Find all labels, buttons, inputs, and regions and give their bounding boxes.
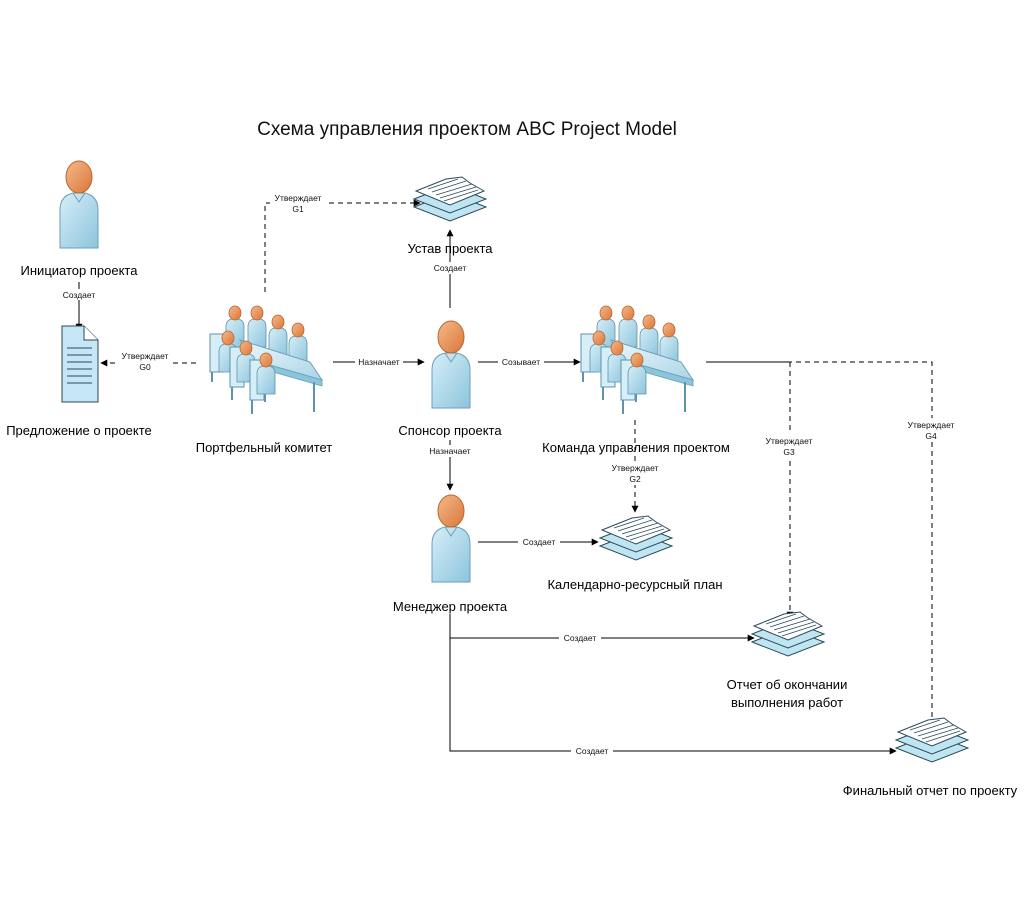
document-stack-icon <box>413 176 487 222</box>
person-icon <box>431 494 471 583</box>
edge-label-manager-creates-plan: Создает <box>523 537 556 547</box>
node-completion-report: Отчет об окончании выполнения работ <box>727 611 848 710</box>
meeting-icon <box>210 306 322 414</box>
edge-label-g3-line1: Утверждает <box>766 436 813 446</box>
node-label-completion-line2: выполнения работ <box>731 695 843 710</box>
edge-label-g2-line1: Утверждает <box>612 463 659 473</box>
edges: Создает Утверждает G0 Утверждает G1 Назн… <box>58 192 960 757</box>
edge-manager-completion <box>449 614 755 642</box>
node-label-manager: Менеджер проекта <box>393 599 508 614</box>
node-schedule-plan: Календарно-ресурсный план <box>547 515 723 592</box>
edge-label-g4-line1: Утверждает <box>908 420 955 430</box>
node-label-schedule-plan: Календарно-ресурсный план <box>547 577 722 592</box>
node-proposal: Предложение о проекте <box>6 325 152 438</box>
edge-label-g1-line2: G1 <box>292 204 304 214</box>
edge-label-g3-line2: G3 <box>783 447 795 457</box>
edge-label-g1-line1: Утверждает <box>275 193 322 203</box>
node-sponsor: Спонсор проекта <box>398 320 502 438</box>
node-label-pm-team: Команда управления проектом <box>542 440 730 455</box>
node-label-proposal: Предложение о проекте <box>6 423 152 438</box>
edge-label-g0-line1: Утверждает <box>122 351 169 361</box>
person-icon <box>59 160 99 249</box>
node-charter: Устав проекта <box>407 176 493 256</box>
edge-manager-final <box>449 638 897 755</box>
edge-label-g4-line2: G4 <box>925 431 937 441</box>
edge-label-g2-line2: G2 <box>629 474 641 484</box>
document-stack-icon <box>895 717 969 763</box>
edge-label-g0-line2: G0 <box>139 362 151 372</box>
person-icon <box>431 320 471 409</box>
node-manager: Менеджер проекта <box>393 494 508 614</box>
node-label-sponsor: Спонсор проекта <box>398 423 502 438</box>
edge-label-sponsor-creates: Создает <box>434 263 467 273</box>
node-portfolio-committee: Портфельный комитет <box>196 306 333 455</box>
node-label-charter: Устав проекта <box>407 241 493 256</box>
node-final-report: Финальный отчет по проекту <box>843 717 1018 798</box>
meeting-icon <box>581 306 693 414</box>
node-label-portfolio-committee: Портфельный комитет <box>196 440 333 455</box>
edge-label-sponsor-appoints: Назначает <box>429 446 471 456</box>
edge-final-team <box>790 361 933 717</box>
node-label-initiator: Инициатор проекта <box>21 263 139 278</box>
document-stack-icon <box>599 515 673 561</box>
edge-label-initiator-creates: Создает <box>63 290 96 300</box>
edge-committee-charter <box>264 199 421 292</box>
document-stack-icon <box>751 611 825 657</box>
node-label-final-report: Финальный отчет по проекту <box>843 783 1018 798</box>
node-pm-team: Команда управления проектом <box>542 306 730 455</box>
node-label-completion-line1: Отчет об окончании <box>727 677 848 692</box>
node-initiator: Инициатор проекта <box>21 160 139 278</box>
edge-label-committee-appoints: Назначает <box>358 357 400 367</box>
page-title: Схема управления проектом ABC Project Mo… <box>257 119 677 140</box>
edge-label-sponsor-convenes: Созывает <box>502 357 540 367</box>
edge-label-manager-creates-final: Создает <box>576 746 609 756</box>
edge-label-manager-creates-completion: Создает <box>564 633 597 643</box>
document-icon <box>61 325 99 403</box>
